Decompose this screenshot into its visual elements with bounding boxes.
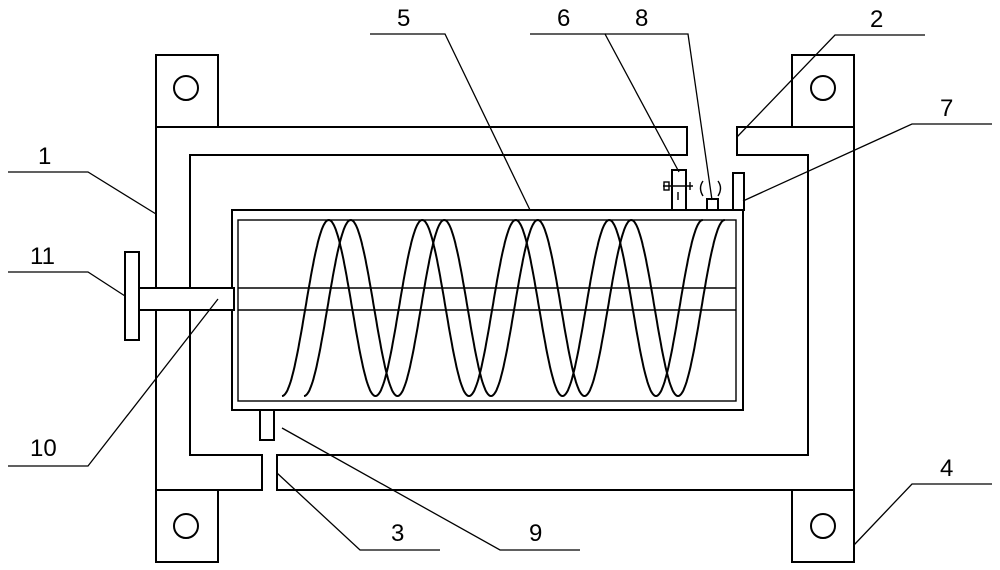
leader-8: [605, 33, 713, 201]
label-7: 7: [940, 95, 953, 122]
baffle-plate: [732, 172, 745, 211]
bolt-hole-bottom-left: [173, 513, 199, 539]
leader-6: [530, 33, 680, 173]
clamp-screw-head: [663, 181, 670, 191]
housing-right-section: [276, 126, 855, 491]
shaft-outside: [138, 287, 235, 311]
label-2: 2: [870, 6, 883, 33]
sensor-wave-right: [717, 180, 722, 197]
leader-9: [281, 427, 580, 551]
sensor-body: [706, 198, 719, 211]
leader-10: [8, 298, 219, 467]
label-3: 3: [391, 520, 404, 547]
top-fittings: [663, 169, 745, 211]
leader-2: [736, 34, 925, 138]
screw-blade: [281, 218, 725, 398]
sensor-wave-left: [699, 180, 704, 197]
label-5: 5: [397, 5, 410, 32]
label-1: 1: [38, 143, 51, 170]
leader-5: [370, 33, 531, 211]
leader-3: [276, 472, 440, 551]
label-8: 8: [635, 5, 648, 32]
clamp-post: [671, 169, 687, 211]
label-10: 10: [30, 435, 57, 462]
hand-wheel: [124, 251, 140, 341]
drive-shaft: [124, 251, 736, 341]
label-9: 9: [529, 520, 542, 547]
leader-11: [8, 271, 126, 297]
leader-7: [742, 123, 992, 202]
label-11: 11: [30, 243, 55, 270]
screw-blade-edge-front: [281, 218, 703, 398]
housing-left-section: [155, 126, 688, 491]
label-6: 6: [557, 5, 570, 32]
foot-bottom-left: [155, 489, 219, 563]
leader-1: [8, 171, 157, 215]
bottom-nozzle: [259, 409, 275, 441]
outer-housing: [155, 126, 855, 491]
foot-top-right: [791, 54, 855, 128]
leader-lines: [8, 33, 992, 551]
foot-top-left: [155, 54, 219, 128]
foot-bottom-right: [791, 489, 855, 563]
part-labels: 1 2 3 4 5 6 8 7 11 10 9: [30, 5, 953, 547]
bolt-hole-bottom-right: [810, 513, 836, 539]
bolt-hole-top-right: [810, 75, 836, 101]
label-4: 4: [940, 455, 953, 482]
screw-blade-edge-back: [303, 218, 725, 398]
leader-4: [853, 483, 992, 546]
bolt-hole-top-left: [173, 75, 199, 101]
mounting-feet: [155, 54, 855, 563]
